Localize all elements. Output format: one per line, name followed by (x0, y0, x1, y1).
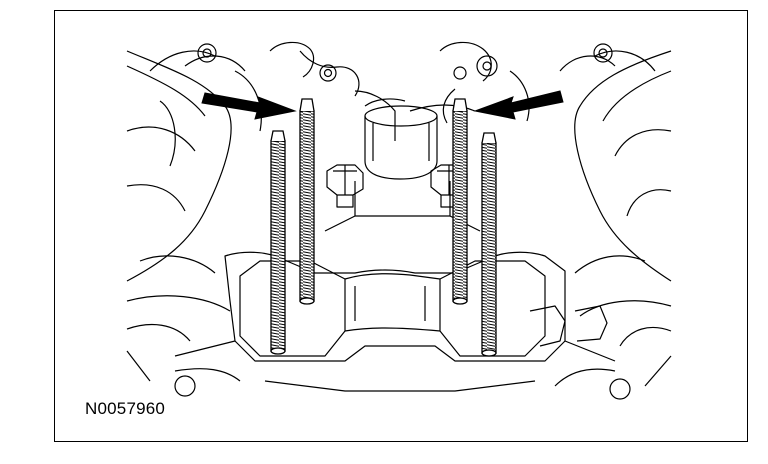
nut-left (326, 164, 364, 208)
mount-base (224, 251, 566, 362)
engine-mount-illustration (126, 41, 672, 400)
stud-left-inner (299, 98, 315, 305)
background-casting-left (126, 50, 232, 282)
stud-left-outer (270, 130, 286, 355)
mount-center-body (364, 116, 438, 180)
figure-id-label: N0057960 (85, 399, 166, 418)
figure-frame: N0057960 (54, 10, 748, 442)
stud-right-outer (481, 132, 497, 357)
background-casting-right (574, 50, 672, 282)
pad-left (239, 260, 346, 357)
arrow-left (201, 92, 297, 120)
arrow-right (473, 90, 564, 120)
stud-right-inner (452, 98, 468, 305)
